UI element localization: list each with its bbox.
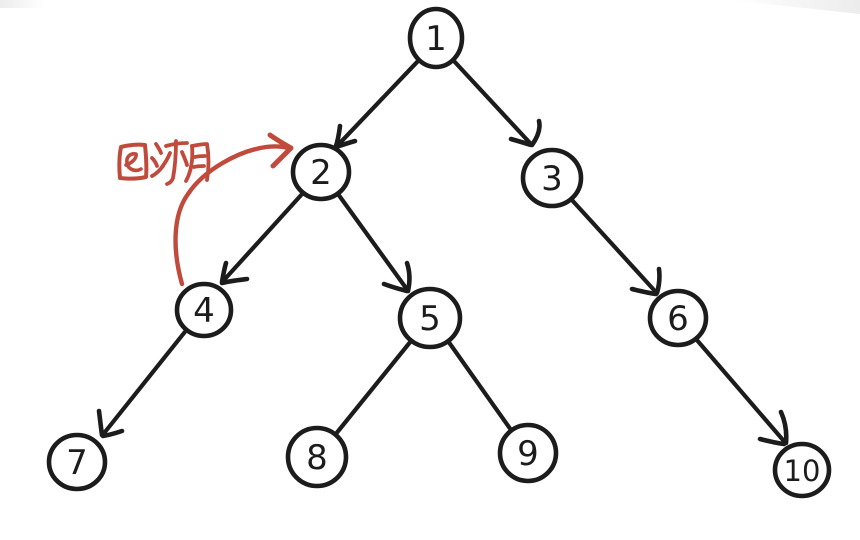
char-hui — [117, 142, 149, 181]
node-4-circle — [174, 281, 234, 339]
node-3: 3 — [520, 147, 584, 209]
node-1-value: 1 — [425, 19, 447, 59]
node-4: 4 — [174, 281, 234, 339]
edge-1-2 — [333, 57, 422, 150]
node-8-value: 8 — [306, 438, 328, 478]
node-1-circle — [407, 6, 465, 70]
node-10: 10 — [772, 441, 832, 499]
node-8-circle — [285, 425, 349, 489]
edge-2-4-line — [221, 190, 306, 283]
top-left-edge-artifact — [0, 0, 44, 8]
char-su — [150, 139, 211, 186]
node-1: 1 — [407, 6, 465, 70]
edge-2-4-arrowhead-icon — [219, 260, 250, 286]
edge-3-6-line — [568, 196, 657, 293]
backtrack-arrowhead-icon — [267, 132, 294, 169]
node-5-value: 5 — [419, 299, 441, 339]
edge-2-5-line — [335, 191, 409, 291]
node-4-value: 4 — [193, 291, 215, 331]
node-6-circle — [647, 288, 709, 348]
node-2-circle — [290, 142, 352, 202]
node-5-circle — [397, 286, 463, 350]
node-2: 2 — [290, 142, 352, 202]
edge-6-10-line — [693, 336, 786, 443]
node-7-value: 7 — [66, 443, 88, 483]
backtrack-arrow — [173, 144, 291, 287]
edge-5-9-line — [445, 338, 514, 433]
edge-1-3 — [450, 57, 542, 148]
node-9-value: 9 — [517, 434, 539, 474]
edge-1-3-line — [450, 57, 533, 146]
node-3-circle — [520, 147, 584, 209]
node-5: 5 — [397, 286, 463, 350]
node-7: 7 — [46, 432, 108, 492]
edge-6-10 — [693, 336, 789, 447]
edge-2-5 — [335, 191, 412, 294]
node-6-value: 6 — [667, 299, 689, 339]
tree-nodes: 1 2 3 4 5 6 7 — [46, 6, 832, 499]
node-9-circle — [497, 422, 559, 484]
node-10-value: 10 — [784, 454, 821, 488]
node-3-value: 3 — [541, 159, 563, 199]
node-2-value: 2 — [310, 153, 332, 193]
edge-3-6 — [568, 196, 662, 297]
edge-3-6-arrowhead-icon — [629, 266, 662, 297]
backtrack-label — [117, 139, 211, 186]
tree-edges — [96, 57, 789, 447]
edge-4-7 — [96, 325, 191, 439]
edge-1-2-line — [335, 57, 422, 148]
node-8: 8 — [285, 425, 349, 489]
edge-1-3-arrowhead-icon — [508, 118, 542, 148]
edge-5-8-line — [332, 338, 414, 438]
node-7-circle — [46, 432, 108, 492]
node-10-circle — [772, 441, 832, 499]
edge-2-5-arrowhead-icon — [381, 260, 412, 294]
edge-4-7-arrowhead-icon — [96, 408, 125, 439]
backtrack-annotation — [117, 132, 294, 287]
edge-5-9 — [445, 338, 514, 433]
edge-6-10-arrowhead-icon — [757, 409, 789, 447]
edge-4-7-line — [102, 325, 191, 435]
edge-1-2-arrowhead-icon — [333, 123, 358, 150]
edge-5-8 — [332, 338, 414, 438]
node-6: 6 — [647, 288, 709, 348]
edge-2-4 — [219, 190, 306, 286]
node-9: 9 — [497, 422, 559, 484]
